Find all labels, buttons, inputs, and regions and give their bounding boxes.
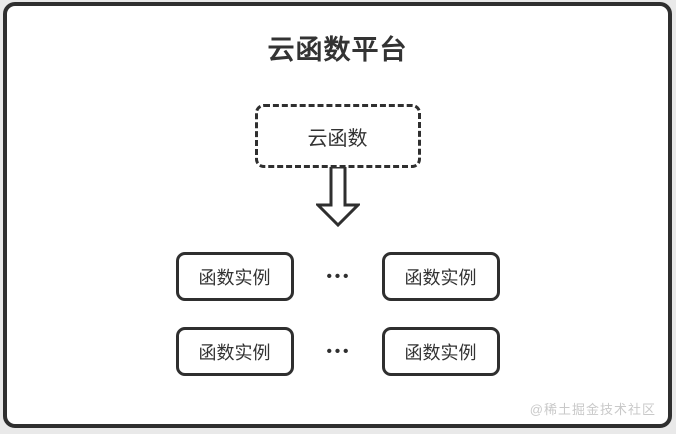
function-instance-label: 函数实例	[198, 342, 271, 363]
instance-grid: 函数实例 ••• 函数实例 函数实例 ••• 函数实例	[175, 252, 500, 376]
function-instance-box: 函数实例	[381, 327, 500, 376]
cloud-function-box: 云函数	[254, 104, 421, 168]
diagram-frame: 云函数平台 云函数 函数实例 ••• 函数实例 函数实例 ••• 函数实例	[3, 2, 672, 428]
watermark: @稀土掘金技术社区	[529, 402, 656, 417]
function-instance-label: 函数实例	[198, 267, 271, 288]
page-title: 云函数平台	[267, 35, 408, 65]
cloud-function-label: 云函数	[307, 127, 368, 150]
ellipsis: •••	[326, 268, 352, 285]
ellipsis: •••	[326, 343, 352, 360]
down-arrow-icon	[315, 167, 360, 227]
function-instance-box: 函数实例	[175, 327, 294, 376]
function-instance-label: 函数实例	[404, 342, 477, 363]
function-instance-box: 函数实例	[175, 252, 294, 301]
function-instance-box: 函数实例	[381, 252, 500, 301]
function-instance-label: 函数实例	[404, 267, 477, 288]
